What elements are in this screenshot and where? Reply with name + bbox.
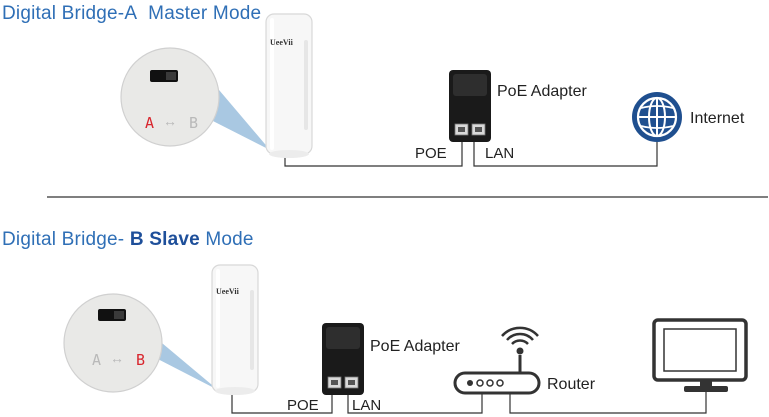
bridge-device-a — [265, 13, 313, 158]
cable-device-to-poe-b — [231, 392, 333, 414]
poe-adapter-b-label: PoE Adapter — [370, 338, 460, 355]
cable-router-to-pc-b — [509, 392, 707, 414]
section-a-title-part1: Digital Bridge-A — [2, 3, 138, 24]
poe-port-a-label: POE — [415, 145, 447, 162]
poe-adapter-a-label: PoE Adapter — [497, 83, 587, 100]
lan-port-a-label: LAN — [485, 145, 515, 162]
poe-adapter-a — [449, 70, 491, 142]
switch-b-letter-a: A — [92, 351, 102, 369]
zoom-circle-a — [120, 47, 220, 147]
poe-adapter-b — [322, 323, 364, 395]
bridge-device-b — [211, 264, 259, 395]
lan-port-b-label: LAN — [352, 397, 382, 414]
internet-label: Internet — [690, 110, 745, 127]
device-b-brand: UeeVii — [216, 287, 239, 296]
switch-b-arrow: ↔ — [110, 350, 124, 366]
section-b-title-part1: Digital Bridge- — [2, 229, 125, 250]
device-a-brand: UeeVii — [270, 38, 293, 47]
switch-a-letter-a: A — [145, 114, 155, 132]
switch-a-letter-b: B — [189, 114, 199, 132]
section-b-title: Digital Bridge- B Slave Mode — [2, 229, 254, 251]
cable-device-to-poe-a — [284, 142, 463, 167]
zoom-wedge-a — [207, 77, 270, 150]
router-icon — [453, 326, 541, 395]
section-a-title: Digital Bridge-A Master Mode — [2, 3, 261, 25]
switch-b-letter-b: B — [136, 351, 146, 369]
globe-icon — [632, 92, 682, 142]
cable-lan-to-router-b — [347, 392, 483, 414]
cable-lan-to-internet-a — [473, 140, 658, 167]
section-b-title-part3: Mode — [205, 229, 254, 250]
poe-port-b-label: POE — [287, 397, 319, 414]
monitor-icon — [652, 318, 748, 392]
section-a-title-part2: Master Mode — [148, 3, 262, 24]
zoom-circle-b — [63, 293, 163, 393]
section-b-title-part2: B Slave — [129, 229, 200, 250]
zoom-wedge-b — [150, 333, 218, 390]
switch-a-arrow: ↔ — [163, 113, 177, 129]
router-label: Router — [547, 376, 596, 393]
